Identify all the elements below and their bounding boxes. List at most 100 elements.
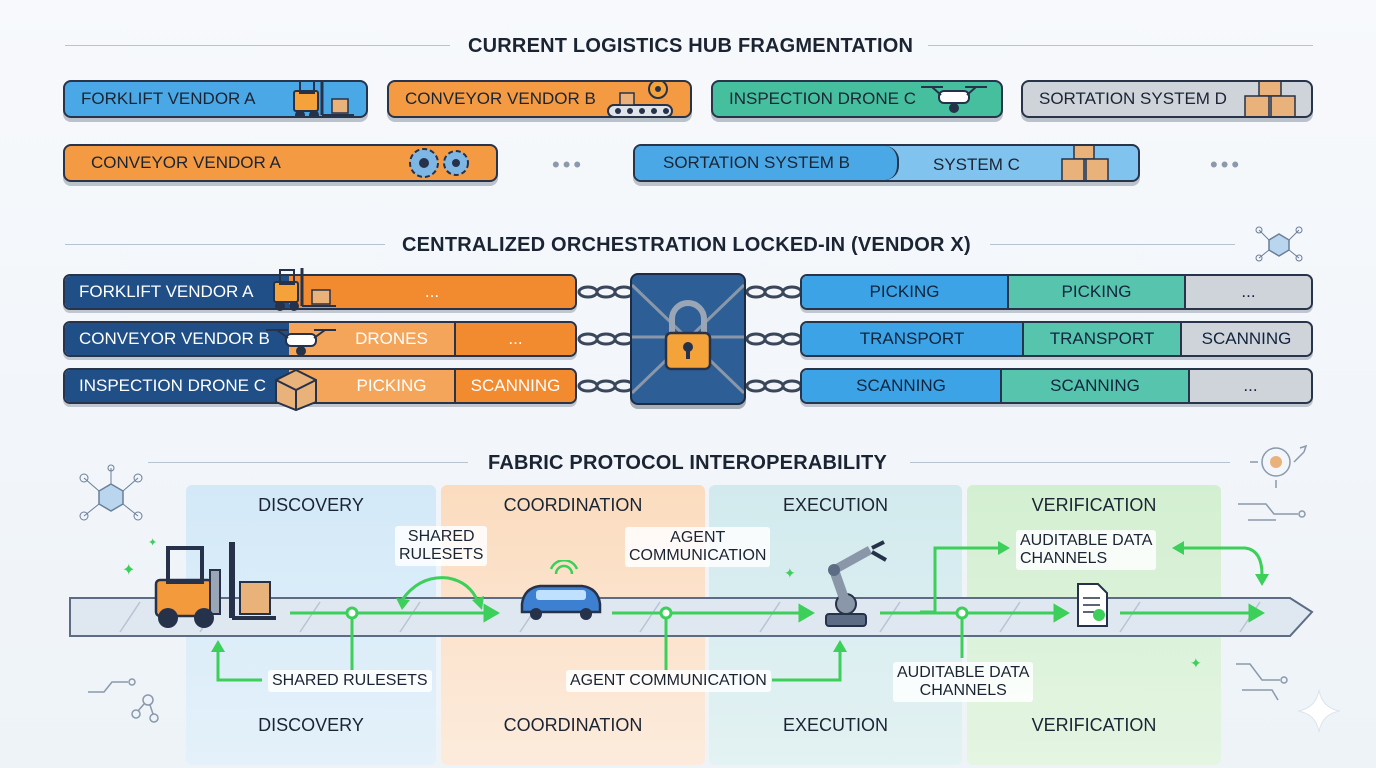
document-icon [1074, 582, 1110, 633]
lane-footer-verification: VERIFICATION [1031, 715, 1157, 735]
capability-label: ... [508, 329, 523, 348]
locked-row-right-1: PICKING PICKING ... [800, 274, 1313, 310]
forklift-icon [268, 264, 340, 317]
vendor-x-lock-block [630, 273, 746, 405]
protocol-flow-arrows [211, 541, 1269, 682]
section-title-centralized: CENTRALIZED ORCHESTRATION LOCKED-IN (VEN… [402, 234, 971, 256]
label-shared-rulesets: SHARED RULESETS [395, 526, 488, 566]
lane-footer-discovery: DISCOVERY [258, 715, 364, 735]
circuit-icon [84, 664, 164, 731]
padlock-icon [630, 283, 746, 395]
capability-label: SCANNING [856, 376, 946, 395]
protocol-conveyor-track [69, 597, 1314, 670]
vendor-pill-inspection-c: INSPECTION DRONE C [711, 80, 1003, 118]
capability-label: ... [1243, 376, 1258, 395]
capability-segment: DRONES [289, 323, 454, 355]
lane-title-execution: EXECUTION [782, 495, 888, 515]
capability-label: PICKING [356, 376, 427, 395]
divider [910, 462, 1230, 463]
conveyor-icon [606, 82, 680, 116]
network-cube-icon [1255, 222, 1303, 269]
drone-icon [917, 82, 991, 116]
label-auditable-data-channels: AUDITABLE DATA CHANNELS [1016, 530, 1157, 570]
capability-label: ... [424, 282, 440, 301]
capability-segment: PICKING [802, 276, 1007, 308]
vendor-label: INSPECTION DRONE C [79, 376, 267, 395]
capability-label: TRANSPORT [1049, 329, 1155, 348]
capability-segment: ... [1188, 370, 1311, 402]
sparkle-icon: ✦ [148, 537, 158, 549]
locked-row-forklift: FORKLIFT VENDOR A ... [63, 274, 577, 310]
capability-label: TRANSPORT [859, 329, 965, 348]
capability-segment: PICKING [1007, 276, 1184, 308]
vendor-label: FORKLIFT VENDOR A [81, 89, 256, 108]
vendor-segment: CONVEYOR VENDOR B [65, 323, 289, 355]
autonomous-vehicle-icon [516, 559, 606, 633]
capability-segment: ... [1184, 276, 1311, 308]
lane-footer-execution: EXECUTION [782, 715, 888, 735]
vendor-pill-sortation-b-system-c: SORTATION SYSTEM B SYSTEM C [633, 144, 1140, 182]
vendor-label: INSPECTION DRONE C [729, 89, 917, 108]
divider [65, 45, 450, 46]
lane-title-verification: VERIFICATION [1031, 495, 1157, 515]
box-icon [272, 366, 320, 417]
capability-segment: TRANSPORT [802, 323, 1022, 355]
ellipsis: ••• [552, 152, 585, 177]
vendor-pill-forklift-a: FORKLIFT VENDOR A [63, 80, 368, 118]
capability-segment: TRANSPORT [1022, 323, 1180, 355]
vendor-pill-sortation-d: SORTATION SYSTEM D [1021, 80, 1313, 118]
capability-label: ... [1241, 282, 1256, 301]
capability-label: PICKING [869, 282, 940, 301]
vendor-pill-conveyor-b: CONVEYOR VENDOR B [387, 80, 692, 118]
locked-row-conveyor: CONVEYOR VENDOR B DRONES ... [63, 321, 577, 357]
label-agent-communication-bottom: AGENT COMMUNICATION [566, 670, 771, 692]
lane-footer-coordination: COORDINATION [503, 715, 643, 735]
vendor-label: CONVEYOR VENDOR B [405, 89, 596, 108]
robot-arm-icon [816, 540, 900, 635]
lane-title-coordination: COORDINATION [503, 495, 643, 515]
circuit-icon [1232, 660, 1292, 711]
capability-segment: SCANNING [1000, 370, 1188, 402]
drone-icon [264, 324, 338, 365]
sparkle-icon [1296, 688, 1342, 739]
vendor-label: SORTATION SYSTEM B [663, 153, 851, 172]
locked-row-right-3: SCANNING SCANNING ... [800, 368, 1313, 404]
circuit-icon [1236, 496, 1306, 531]
label-agent-communication: AGENT COMMUNICATION [625, 527, 771, 567]
forklift-icon [286, 82, 356, 116]
divider [65, 244, 385, 245]
capability-label: SCANNING [470, 376, 561, 395]
forklift-icon [148, 540, 280, 635]
locked-row-inspection: INSPECTION DRONE C PICKING SCANNING [63, 368, 577, 404]
sparkle-icon: ✦ [122, 562, 136, 579]
capability-segment: SCANNING [454, 370, 575, 402]
ai-chip-icon [1248, 438, 1312, 497]
segment-sortation-b: SORTATION SYSTEM B [635, 146, 899, 180]
label-shared-rulesets-bottom: SHARED RULESETS [268, 670, 432, 692]
capability-segment: ... [454, 323, 575, 355]
capability-label: SCANNING [1050, 376, 1140, 395]
locked-row-right-2: TRANSPORT TRANSPORT SCANNING [800, 321, 1313, 357]
capability-segment: SCANNING [1180, 323, 1311, 355]
capability-segment: SCANNING [802, 370, 1000, 402]
boxes-icon [1058, 146, 1114, 180]
network-cube-icon [78, 464, 144, 531]
sparkle-icon: ✦ [1190, 655, 1202, 671]
vendor-segment: FORKLIFT VENDOR A [65, 276, 289, 308]
vendor-label: FORKLIFT VENDOR A [79, 282, 254, 301]
section-title-fabric: FABRIC PROTOCOL INTEROPERABILITY [488, 452, 888, 474]
gears-icon [404, 146, 476, 180]
sparkle-icon: ✦ [784, 565, 796, 581]
label-auditable-data-channels-bottom: AUDITABLE DATA CHANNELS [893, 662, 1034, 702]
divider [990, 244, 1235, 245]
lane-title-discovery: DISCOVERY [258, 495, 364, 515]
capability-label: SCANNING [1201, 329, 1292, 348]
boxes-icon [1241, 82, 1301, 116]
capability-segment: ... [289, 276, 575, 308]
vendor-label: CONVEYOR VENDOR A [91, 153, 281, 172]
chain-links [577, 285, 803, 393]
vendor-segment: INSPECTION DRONE C [65, 370, 289, 402]
capability-label: PICKING [1061, 282, 1132, 301]
ellipsis: ••• [1210, 152, 1243, 177]
vendor-pill-conveyor-a: CONVEYOR VENDOR A [63, 144, 498, 182]
